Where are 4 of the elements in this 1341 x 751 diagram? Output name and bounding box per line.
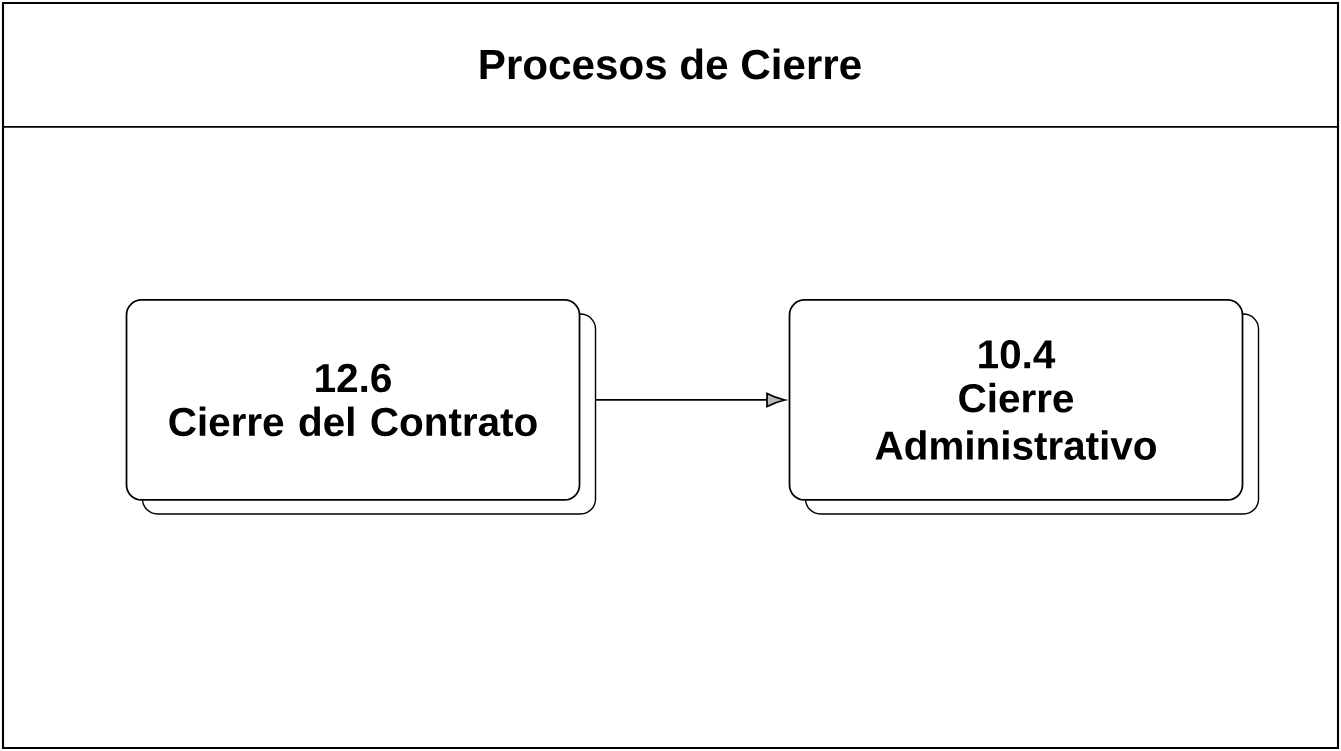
process-box: 12.6 Cierre del Contrato [125,299,597,515]
title: Procesos de Cierre [480,48,861,80]
process-box: 10.4 Cierre Administrativo [788,299,1260,515]
arrow [594,392,786,408]
